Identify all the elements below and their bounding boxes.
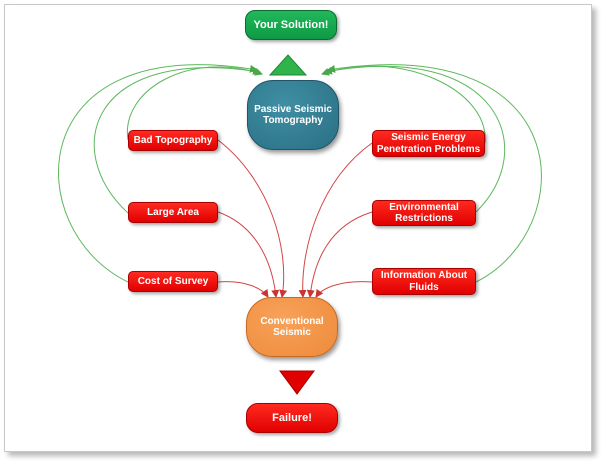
link-environmental-conventional: [306, 211, 373, 298]
link-large-area-conventional: [217, 211, 280, 298]
link-seismic-energy-conventional: [298, 142, 373, 298]
link-bad-topography-conventional: [217, 139, 288, 298]
problem-seismic-energy-penetration: Seismic Energy Penetration Problems: [372, 130, 485, 157]
link-environmental-passive: [324, 65, 506, 213]
problem-cost-of-survey: Cost of Survey: [128, 271, 218, 292]
your-solution-box: Your Solution!: [245, 10, 337, 40]
down-arrow-triangle: [279, 370, 315, 395]
link-fluids-passive: [327, 64, 542, 283]
link-cost-survey-conventional: [217, 281, 269, 298]
problem-bad-topography: Bad Topography: [128, 130, 218, 151]
red-link-group: [217, 139, 373, 298]
problem-large-area: Large Area: [128, 202, 218, 223]
link-fluids-conventional: [315, 281, 373, 298]
problem-environmental-restrictions: Environmental Restrictions: [372, 200, 476, 226]
link-large-area-passive: [93, 66, 261, 214]
link-cost-survey-passive: [58, 64, 258, 283]
problem-information-about-fluids: Information About Fluids: [372, 268, 476, 295]
up-arrow-triangle: [268, 54, 308, 76]
failure-box: Failure!: [246, 403, 338, 433]
link-bad-topography-passive: [126, 66, 263, 141]
green-link-group: [58, 64, 542, 283]
conventional-seismic-node: Conventional Seismic: [246, 297, 338, 357]
passive-seismic-tomography-node: Passive Seismic Tomography: [247, 80, 339, 150]
